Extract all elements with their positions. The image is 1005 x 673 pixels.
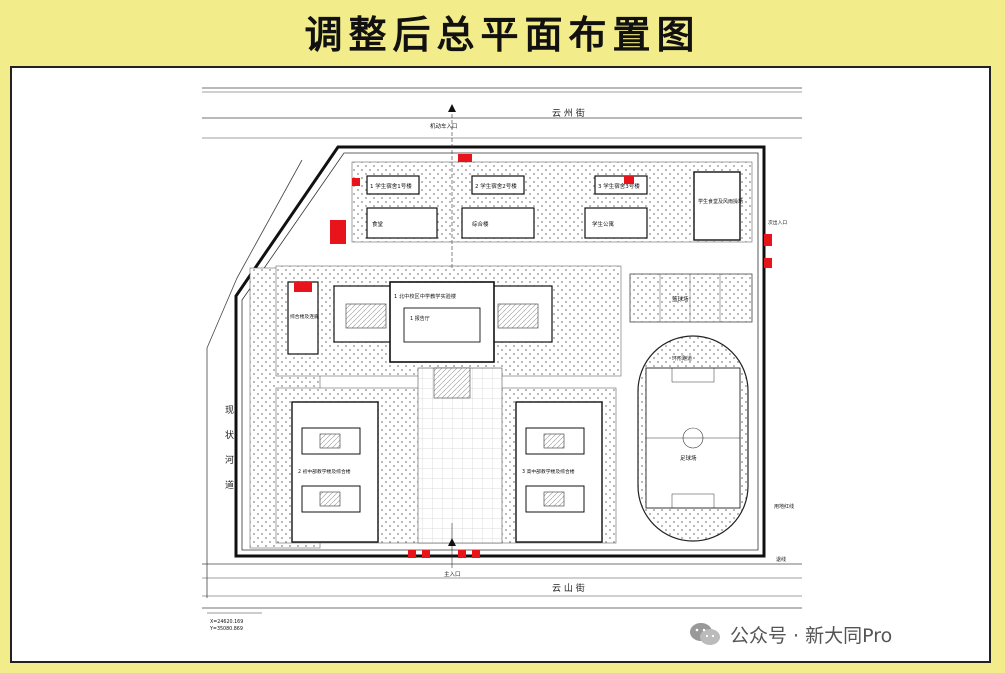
river-label-3: 河 xyxy=(225,454,234,466)
teaching-right-label: 3 高中部教学楼及综合楼 xyxy=(522,468,575,475)
sports-hall xyxy=(693,171,741,241)
teaching-left xyxy=(291,401,379,543)
coord-1: X=24620.169 xyxy=(210,619,243,625)
river-label-2: 状 xyxy=(225,429,234,441)
red-highlights xyxy=(294,154,772,558)
west-building-label: 综合楼及连廊 xyxy=(290,313,319,320)
comprehensive-label: 综合楼 xyxy=(472,220,489,228)
south-street xyxy=(202,563,802,609)
basketball-label: 篮球场 xyxy=(672,295,689,303)
north-street xyxy=(202,87,802,139)
track-label: 环形跑道 xyxy=(672,355,692,362)
east-note: 用地红线 xyxy=(774,503,794,510)
page-title: 调整后总平面布置图 xyxy=(304,12,701,57)
south-right-note: 退线 xyxy=(776,556,786,563)
south-entrance-label: 主入口 xyxy=(444,570,461,578)
site-plan-drawing: 云 州 街 云 山 街 现 状 河 道 xyxy=(202,87,802,632)
north-street-label: 云 州 街 xyxy=(552,107,585,119)
watermark: 公众号 · 新大同Pro xyxy=(688,618,892,650)
river-label-4: 道 xyxy=(225,479,234,491)
main-steps xyxy=(433,367,471,399)
dorm-3-label: 3 学生宿舍3号楼 xyxy=(598,182,640,190)
north-entrance-arrow xyxy=(448,104,456,112)
coord-2: Y=35080.869 xyxy=(209,626,243,632)
dorm-2-label: 2 学生宿舍2号楼 xyxy=(475,182,517,190)
wechat-icon xyxy=(690,623,720,645)
dorm-2 xyxy=(461,175,535,239)
dorm-1 xyxy=(366,175,438,239)
dorm-1-label: 1 学生宿舍1号楼 xyxy=(370,182,412,190)
teaching-left-label: 2 初中部教学楼及综合楼 xyxy=(298,468,351,475)
main-inner-label: 1 报告厅 xyxy=(410,315,430,322)
south-street-label: 云 山 街 xyxy=(552,582,585,594)
river-label-1: 现 xyxy=(225,405,234,416)
west-river xyxy=(206,159,303,598)
north-entrance-label: 机动车入口 xyxy=(430,122,458,130)
sports-hall-label: 学生食堂及风雨操场 xyxy=(698,198,743,205)
watermark-text: 公众号 · 新大同Pro xyxy=(730,624,893,647)
football-label: 足球场 xyxy=(680,454,697,462)
basketball-courts xyxy=(629,273,753,323)
site-plan-frame: 云 州 街 云 山 街 现 状 河 道 xyxy=(10,66,991,663)
apartment-label: 学生公寓 xyxy=(592,220,615,228)
teaching-right xyxy=(515,401,603,543)
main-building-label: 1 北中校区中学教学实验楼 xyxy=(394,292,456,300)
south-entrance-arrow xyxy=(448,538,456,546)
north-side-gate-label: 次出入口 xyxy=(768,219,787,226)
west-building xyxy=(287,281,319,355)
canteen-label: 食堂 xyxy=(372,220,384,228)
running-track xyxy=(637,335,749,542)
main-building xyxy=(333,281,553,363)
